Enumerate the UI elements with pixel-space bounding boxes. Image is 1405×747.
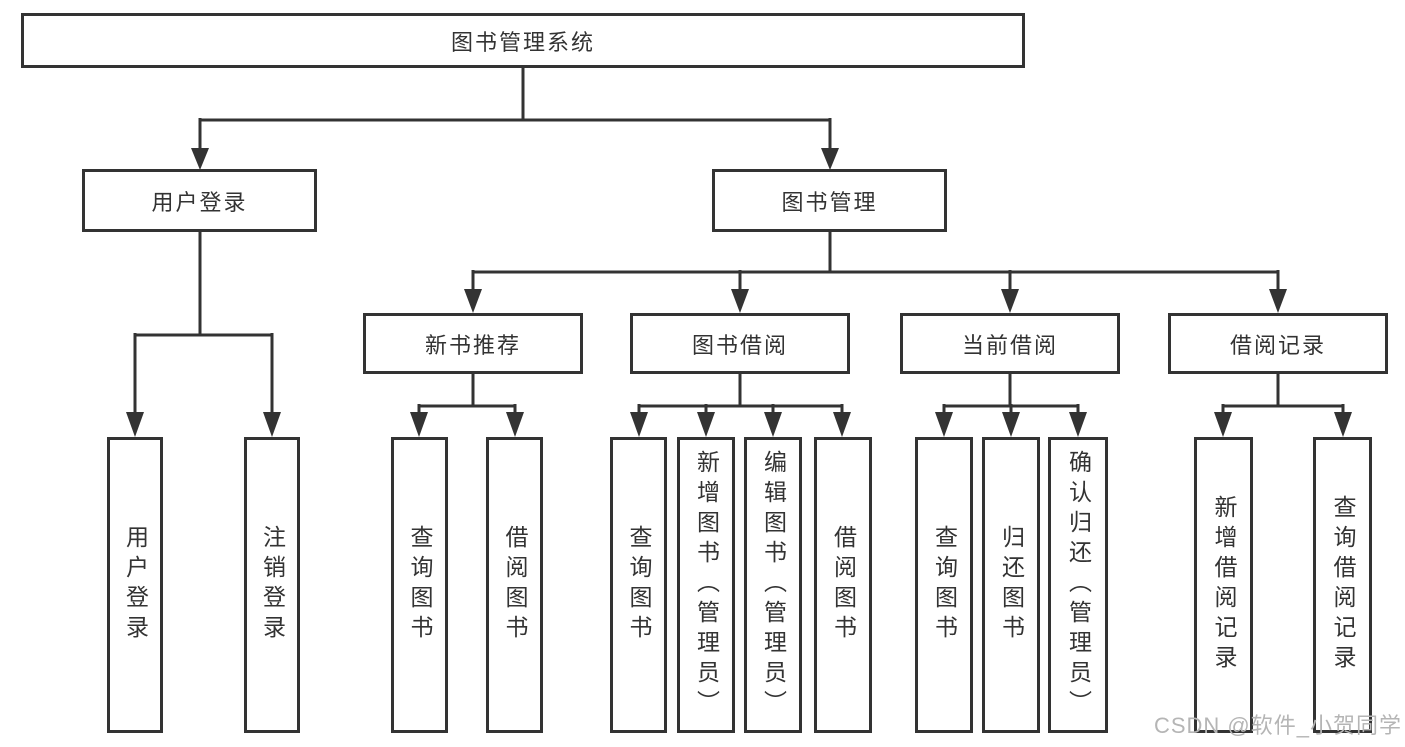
leaf-add-borrow-record-label: 新增借阅记录 xyxy=(1211,495,1237,675)
arrowheads-book-mgmt-group xyxy=(464,289,1287,313)
arrowheads-user-login-group xyxy=(126,412,281,437)
leaf-edit-books-admin-label: 编辑图书（管理员） xyxy=(760,450,787,720)
leaf-confirm-return-admin-label: 确认归还（管理员） xyxy=(1065,450,1092,720)
leaf-query-books-under-current-borrow: 查询图书 xyxy=(915,437,973,733)
arrowheads-current-borrow-group xyxy=(935,412,1087,437)
node-book-borrow-label: 图书借阅 xyxy=(691,332,788,358)
node-current-borrow: 当前借阅 xyxy=(900,313,1120,374)
connector-borrow-records-group xyxy=(1221,374,1345,414)
leaf-logout: 注销登录 xyxy=(244,437,300,733)
node-book-management: 图书管理 xyxy=(712,169,947,232)
node-user-login-label: 用户登录 xyxy=(151,189,248,215)
node-new-book-recommend-label: 新书推荐 xyxy=(424,332,521,358)
leaf-logout-label: 注销登录 xyxy=(259,525,286,645)
leaf-add-books-admin-label: 新增图书（管理员） xyxy=(693,450,720,720)
leaf-confirm-return-admin: 确认归还（管理员） xyxy=(1048,437,1108,733)
node-borrow-records: 借阅记录 xyxy=(1168,313,1388,374)
arrowheads-book-borrow-group xyxy=(630,412,851,437)
connector-book-borrow-group xyxy=(637,374,844,414)
leaf-query-books-under-new-book: 查询图书 xyxy=(391,437,448,733)
node-book-management-label: 图书管理 xyxy=(781,189,878,215)
arrowheads-level2 xyxy=(191,148,839,170)
node-borrow-records-label: 借阅记录 xyxy=(1229,332,1326,358)
leaf-add-books-admin: 新增图书（管理员） xyxy=(677,437,735,733)
arrowheads-borrow-records-group xyxy=(1214,412,1352,437)
node-user-login: 用户登录 xyxy=(82,169,317,232)
leaf-return-books-label: 归还图书 xyxy=(998,525,1025,645)
leaf-query-borrow-record-label: 查询借阅记录 xyxy=(1330,495,1356,675)
leaf-add-borrow-record: 新增借阅记录 xyxy=(1194,437,1253,733)
csdn-watermark: CSDN @软件_小贺同学 xyxy=(1153,713,1402,738)
connector-user-login-group xyxy=(133,232,274,414)
leaf-query-books-label: 查询图书 xyxy=(931,525,958,645)
connector-new-book-rec-group xyxy=(417,374,517,414)
leaf-return-books: 归还图书 xyxy=(982,437,1040,733)
leaf-borrow-books-label: 借阅图书 xyxy=(830,525,857,645)
connector-book-mgmt-group xyxy=(471,232,1280,291)
arrowheads-new-book-rec-group xyxy=(410,412,524,437)
connector-current-borrow-group xyxy=(942,374,1080,414)
leaf-borrow-books-under-book-borrow: 借阅图书 xyxy=(814,437,872,733)
leaf-borrow-books-label: 借阅图书 xyxy=(502,525,528,645)
leaf-borrow-books-under-new-book: 借阅图书 xyxy=(486,437,543,733)
connector-root-to-level2 xyxy=(198,68,832,150)
leaf-query-books-under-book-borrow: 查询图书 xyxy=(610,437,667,733)
leaf-user-login-label: 用户登录 xyxy=(122,525,149,645)
leaf-query-books-label: 查询图书 xyxy=(626,525,652,645)
node-new-book-recommend: 新书推荐 xyxy=(363,313,583,374)
node-root-system: 图书管理系统 xyxy=(21,13,1025,68)
leaf-user-login: 用户登录 xyxy=(107,437,163,733)
leaf-query-books-label: 查询图书 xyxy=(407,525,433,645)
node-book-borrow: 图书借阅 xyxy=(630,313,850,374)
leaf-edit-books-admin: 编辑图书（管理员） xyxy=(744,437,802,733)
node-root-label: 图书管理系统 xyxy=(450,29,595,55)
leaf-query-borrow-record: 查询借阅记录 xyxy=(1313,437,1372,733)
node-current-borrow-label: 当前借阅 xyxy=(961,332,1058,358)
